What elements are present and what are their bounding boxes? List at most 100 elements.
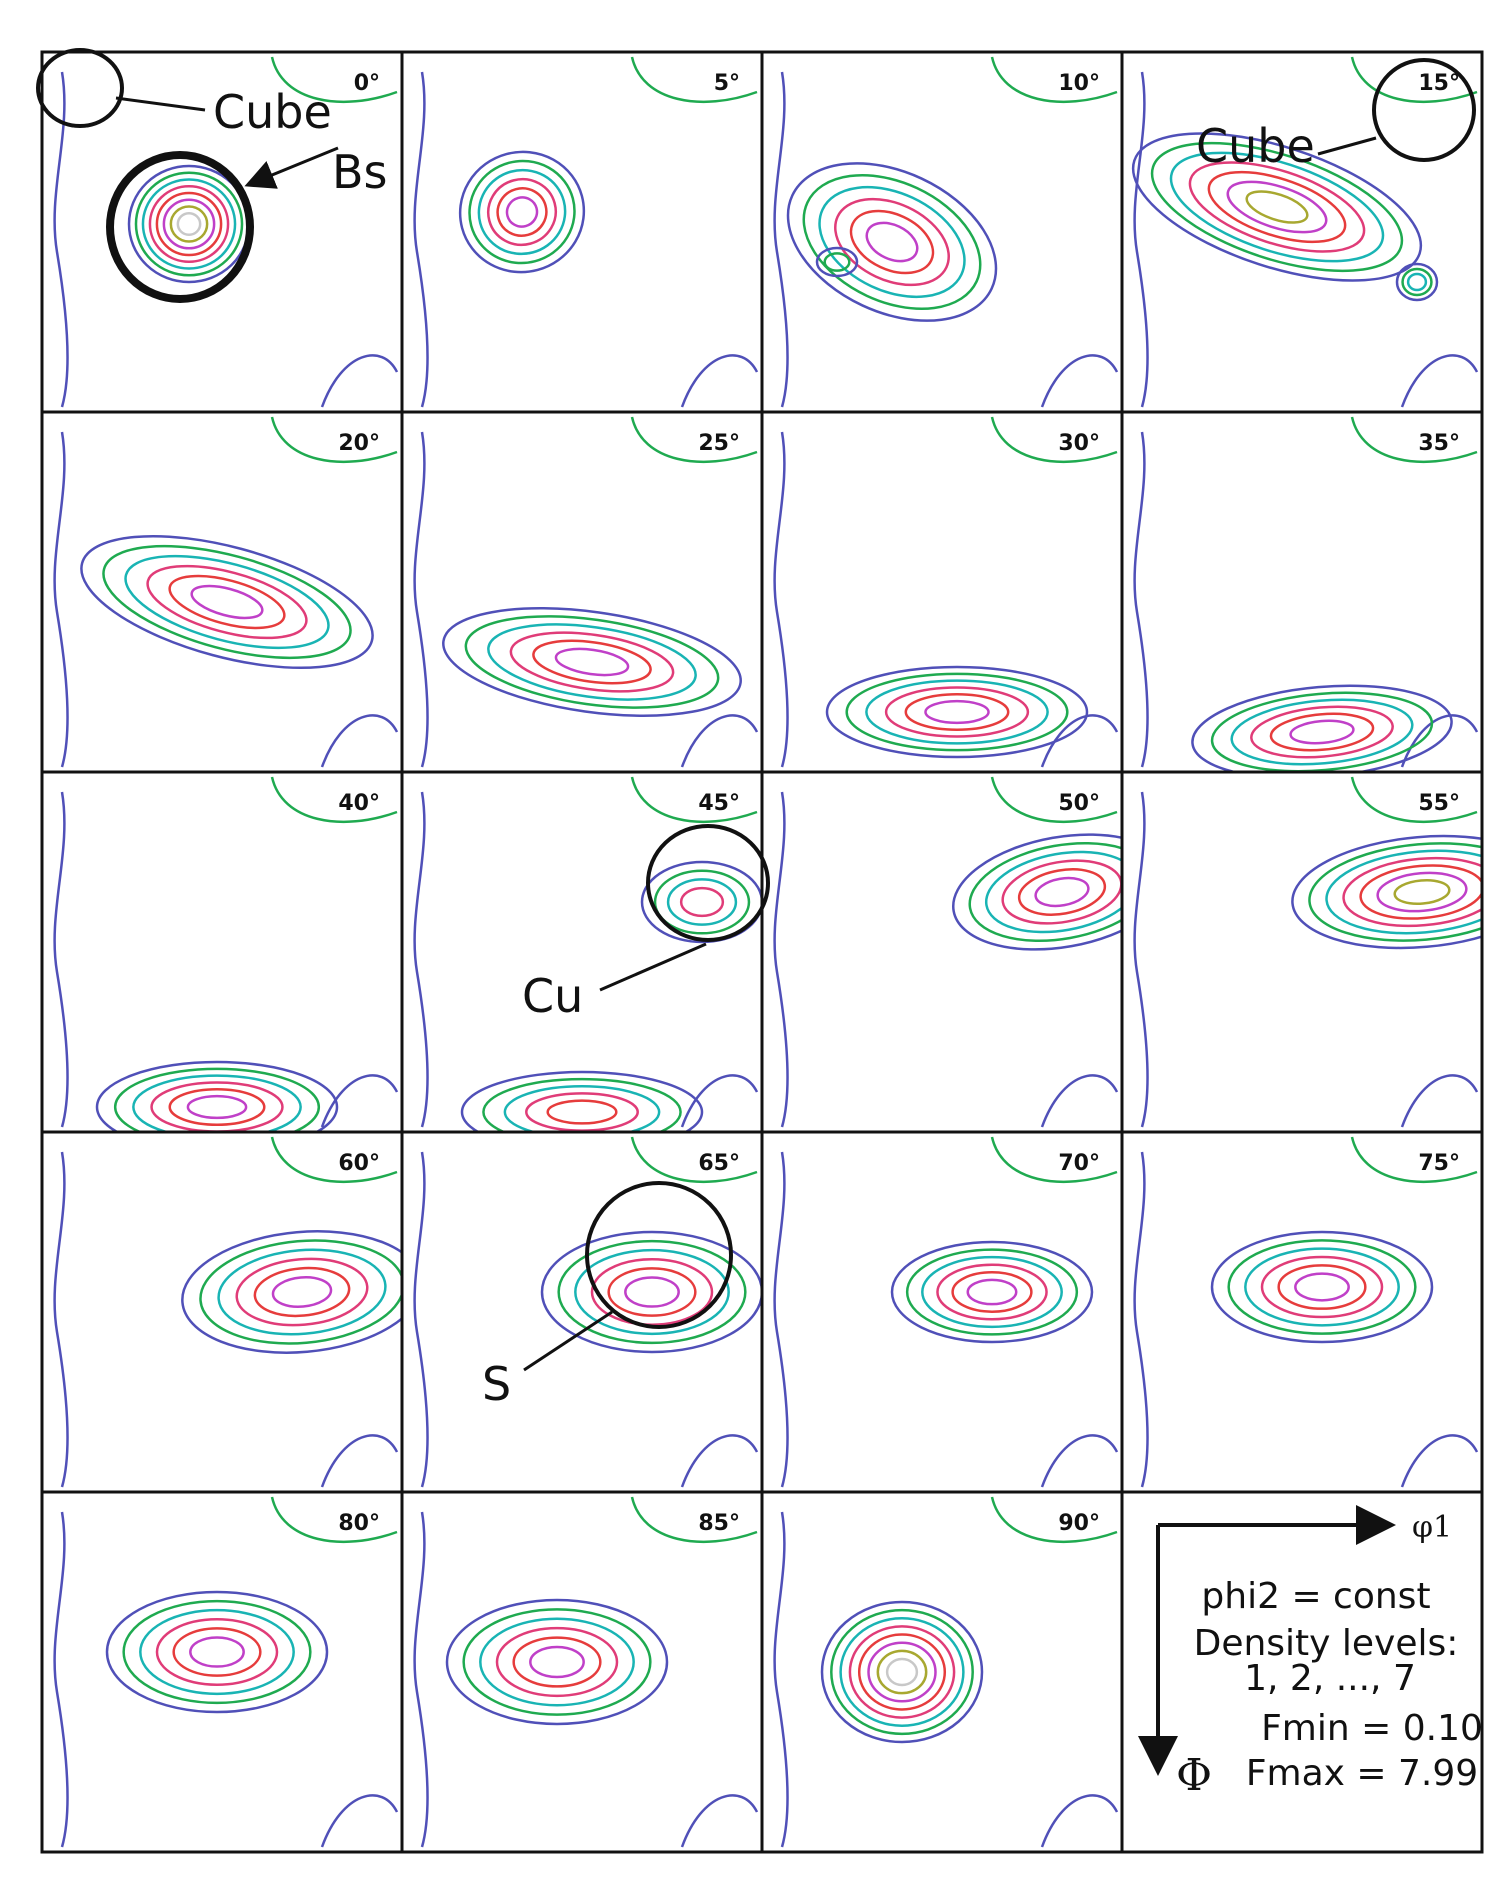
density-contour — [122, 1599, 312, 1705]
background-contour — [680, 1074, 759, 1128]
angle-label-layer: 0°5°10°15°20°25°30°35°40°45°50°55°60°65°… — [338, 71, 1460, 1536]
background-contour — [1400, 714, 1479, 768]
section-angle-label: 85° — [698, 1511, 740, 1536]
cube-label-2: Cube — [1196, 119, 1315, 173]
density-contour — [271, 1276, 333, 1308]
density-contour — [1395, 262, 1439, 302]
section-angle-label: 80° — [338, 1511, 380, 1536]
density-contour — [505, 196, 539, 228]
density-contour — [876, 1649, 928, 1695]
density-contour — [235, 1257, 369, 1327]
s-label: S — [482, 1357, 511, 1411]
background-contour — [413, 71, 429, 408]
density-contour — [113, 1067, 321, 1132]
density-contour — [966, 1278, 1018, 1306]
density-contour — [199, 1239, 402, 1345]
density-contour — [1250, 705, 1394, 759]
phi1-axis-label: φ1 — [1412, 1510, 1452, 1545]
density-contour — [1150, 141, 1404, 273]
section-angle-label: 50° — [1058, 791, 1100, 816]
background-contour — [53, 1511, 69, 1848]
background-contour — [630, 416, 758, 464]
legend-line-3: 1, 2, ..., 7 — [1244, 1658, 1416, 1699]
odf-section-panel — [1133, 776, 1482, 1128]
background-contour — [320, 714, 399, 768]
density-contour — [1207, 170, 1347, 244]
section-angle-label: 25° — [698, 431, 740, 456]
s-circle — [585, 1181, 733, 1329]
density-contour — [802, 174, 982, 310]
density-contour — [479, 1617, 635, 1707]
background-contour — [990, 416, 1118, 464]
density-contour — [546, 1099, 618, 1125]
density-contour — [462, 1608, 652, 1716]
background-contour — [630, 56, 758, 104]
background-contour — [990, 56, 1118, 104]
density-contour — [839, 1617, 965, 1727]
background-contour — [990, 1496, 1118, 1544]
density-contour — [190, 584, 264, 620]
density-contour — [1210, 691, 1434, 772]
density-contour — [574, 1248, 730, 1336]
bs-circle — [106, 151, 254, 303]
density-contour — [786, 162, 998, 322]
background-contour — [270, 776, 398, 824]
background-contour — [630, 776, 758, 824]
cube-circle-top-left — [36, 48, 124, 128]
annotation-text-layer: Cube Bs Cube Cu S — [213, 85, 1315, 1411]
background-contour — [1350, 416, 1478, 464]
background-contour — [413, 791, 429, 1128]
density-contour — [509, 631, 675, 693]
density-contour — [186, 1094, 248, 1120]
background-contour — [320, 1074, 399, 1128]
background-contour — [1040, 714, 1119, 768]
density-contour — [884, 686, 1030, 738]
density-contour — [834, 197, 950, 287]
cu-label: Cu — [522, 969, 583, 1023]
odf-section-panel — [773, 1136, 1119, 1488]
background-contour — [320, 1794, 399, 1848]
legend-line-1: phi2 = const — [1201, 1576, 1430, 1617]
density-contour — [487, 177, 557, 247]
density-contour — [155, 191, 223, 257]
odf-section-panel — [413, 416, 759, 768]
density-contour — [984, 850, 1122, 934]
density-contour — [936, 1263, 1048, 1321]
odf-section-panel — [773, 1496, 1119, 1848]
odf-section-panel — [773, 776, 1122, 1128]
background-contour — [1040, 1074, 1119, 1128]
density-contour — [607, 1267, 697, 1317]
background-contour — [630, 1496, 758, 1544]
density-contour — [1260, 1255, 1384, 1319]
density-contour — [825, 665, 1089, 759]
section-angle-label: 70° — [1058, 1151, 1100, 1176]
density-contour — [525, 1092, 639, 1132]
density-contour — [1017, 868, 1107, 916]
density-contour — [557, 1239, 747, 1345]
background-contour — [1400, 1074, 1479, 1128]
density-contour — [820, 1600, 984, 1744]
density-contour — [1359, 864, 1482, 920]
density-contour — [253, 1266, 351, 1318]
density-contour — [529, 1645, 585, 1679]
background-contour — [413, 1511, 429, 1848]
density-contour — [460, 1070, 704, 1132]
density-contour — [865, 221, 919, 263]
density-contour — [921, 1255, 1063, 1329]
density-contour — [679, 886, 725, 918]
cube-circle-15deg — [1372, 58, 1476, 162]
density-contour — [1131, 132, 1423, 282]
density-contour — [168, 1088, 266, 1126]
density-contour — [512, 1636, 602, 1688]
section-angle-label: 0° — [354, 71, 380, 96]
panel-grid — [40, 50, 1484, 1854]
density-contour — [503, 1085, 661, 1132]
density-contour — [482, 1077, 682, 1132]
density-contour — [540, 1230, 762, 1354]
cu-pointer-line — [599, 942, 707, 992]
density-contour — [823, 252, 851, 272]
background-contour — [1133, 71, 1149, 408]
density-contour — [1393, 878, 1451, 906]
density-contour — [830, 1608, 974, 1736]
